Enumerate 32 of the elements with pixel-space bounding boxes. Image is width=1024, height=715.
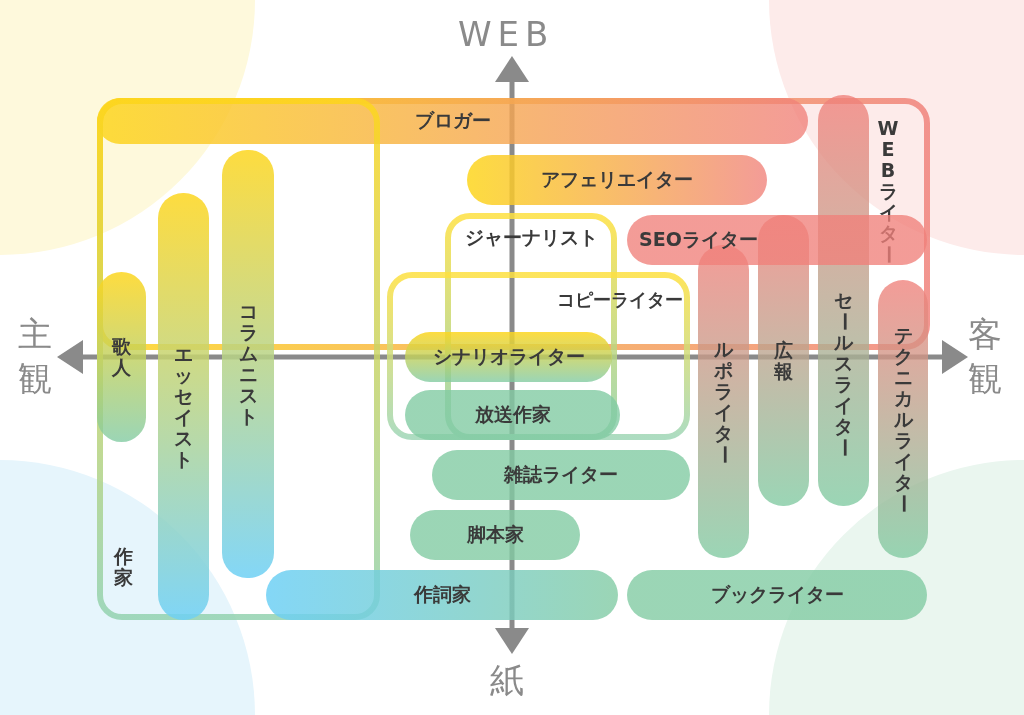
- axis-label: 主観: [18, 313, 53, 400]
- bar-label: エッセイスト: [173, 343, 194, 470]
- bar-label: SEOライター: [639, 227, 758, 252]
- vertical-bar: [222, 150, 274, 578]
- axis-label: WEB: [458, 14, 555, 54]
- frame-label: 作家: [112, 546, 134, 588]
- bar-label: 広報: [773, 339, 794, 382]
- bar-label: ブックライター: [710, 582, 844, 607]
- axis-label: 客観: [968, 313, 1003, 400]
- vertical-bar: [97, 272, 146, 442]
- category-bar: [410, 510, 580, 560]
- bar-label: 放送作家: [474, 402, 551, 427]
- bar-label: ブロガー: [414, 108, 491, 133]
- vertical-bar: [158, 193, 209, 620]
- category-bar: [467, 155, 767, 205]
- bar-label: シナリオライター: [432, 344, 585, 369]
- category-bar: [405, 332, 612, 382]
- bar-label: ルポライター: [712, 338, 735, 465]
- category-bar: [627, 570, 927, 620]
- bar-label: コラムニスト: [237, 301, 259, 427]
- bar-label: アフェリエイター: [541, 167, 693, 192]
- category-bar: [266, 570, 618, 620]
- bar-label: テクニカルライター: [892, 324, 914, 514]
- bar-label: 作詞家: [413, 582, 471, 607]
- bar-label: 歌人: [110, 336, 132, 378]
- axis-label: 紙: [490, 659, 524, 702]
- vertical-bar: [878, 280, 928, 558]
- bar-label: 脚本家: [466, 522, 524, 547]
- bar-label: 雑誌ライター: [504, 462, 618, 487]
- category-bar: [405, 390, 620, 440]
- category-bar: [432, 450, 690, 500]
- bar-label: セールスライター: [832, 290, 855, 458]
